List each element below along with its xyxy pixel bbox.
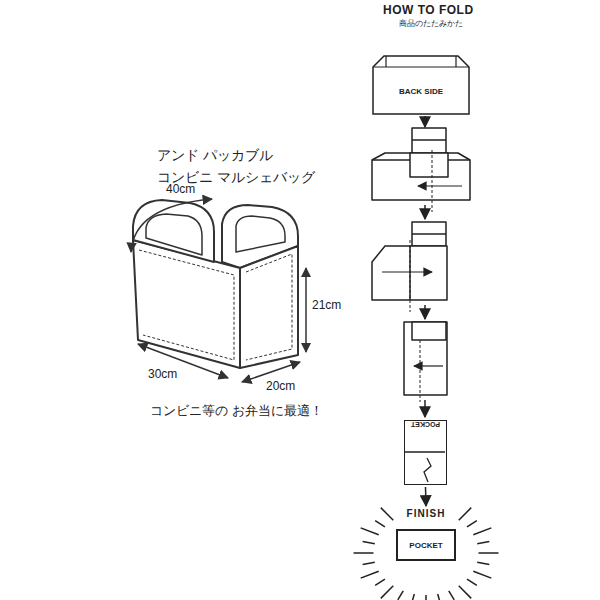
burst-ray [398,591,403,600]
burst-ray [459,586,471,599]
fold-step-shape: BACK SIDE [372,55,470,115]
fold-arrow [425,487,427,506]
node-text: POCKET [396,529,456,561]
burst-ray [361,528,379,535]
finish-heading: FINISH [405,508,448,519]
finish-pocket: FINISH POCKET [396,508,456,561]
burst-ray [479,552,499,554]
dimension: 30cm [148,367,177,381]
burst-ray [467,521,477,527]
burst-ray [425,595,427,600]
bag-drawing [133,200,298,368]
note: コンビニ等の お弁当に最適！ [150,403,323,419]
burst-ray [410,594,414,600]
burst-ray [438,594,442,600]
dimension: 21cm [312,298,341,312]
burst-ray [375,521,385,527]
heading: HOW TO FOLD [383,3,474,17]
burst-ray [363,562,375,564]
finish-burst [354,508,499,600]
burst-ray [449,591,454,600]
burst-ray [361,571,379,578]
dimension: 20cm [266,379,295,393]
burst-ray [354,552,374,554]
dimension: 40cm [166,182,195,196]
node-text: POCKET [405,421,446,437]
burst-ray [381,508,393,521]
outline [373,56,469,114]
burst-ray [473,571,491,578]
product-name: アンド パッカブル コンビニ マルシェバッグ [157,145,328,188]
burst-ray [473,528,491,535]
pocket-step: POCKET [404,420,447,485]
burst-ray [477,562,489,564]
dimension-arrows [131,199,306,382]
burst-ray [363,541,375,543]
node-text: BACK SIDE [399,87,443,96]
sub-heading: 商品のたたみかた [399,19,463,29]
burst-ray [375,579,385,585]
fold-line [405,452,445,482]
fold-line [373,56,469,67]
pocket-fold [405,421,445,483]
burst-ray [459,508,471,521]
bag-outline [372,55,470,115]
fold-steps [372,116,470,417]
burst-ray [381,586,393,599]
burst-ray [467,579,477,585]
burst-ray [477,541,489,543]
